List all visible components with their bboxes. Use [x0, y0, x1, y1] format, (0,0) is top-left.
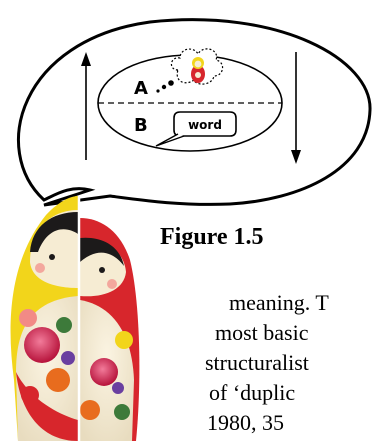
matryoshka-doll-right-half — [80, 218, 140, 441]
bubble-word: word — [188, 118, 222, 132]
body-line: structuralist — [205, 350, 309, 375]
matryoshka-doll-left-half — [10, 196, 78, 441]
figure-caption: Figure 1.5 — [160, 224, 264, 250]
body-line: meaning. T — [229, 290, 329, 315]
body-line: most basic — [215, 320, 309, 345]
down-arrow-icon — [291, 52, 301, 164]
body-line: 1980, 35 — [207, 410, 284, 435]
label-b: B — [134, 115, 148, 136]
up-arrow-icon — [81, 52, 91, 160]
body-text: meaning. T most basic structuralist of ‘… — [205, 288, 377, 438]
mini-doll-icon — [191, 57, 205, 83]
body-line: of ‘duplic — [209, 380, 296, 405]
label-a: A — [134, 78, 148, 99]
word-speech-bubble — [155, 111, 237, 147]
thought-dots — [156, 80, 174, 93]
